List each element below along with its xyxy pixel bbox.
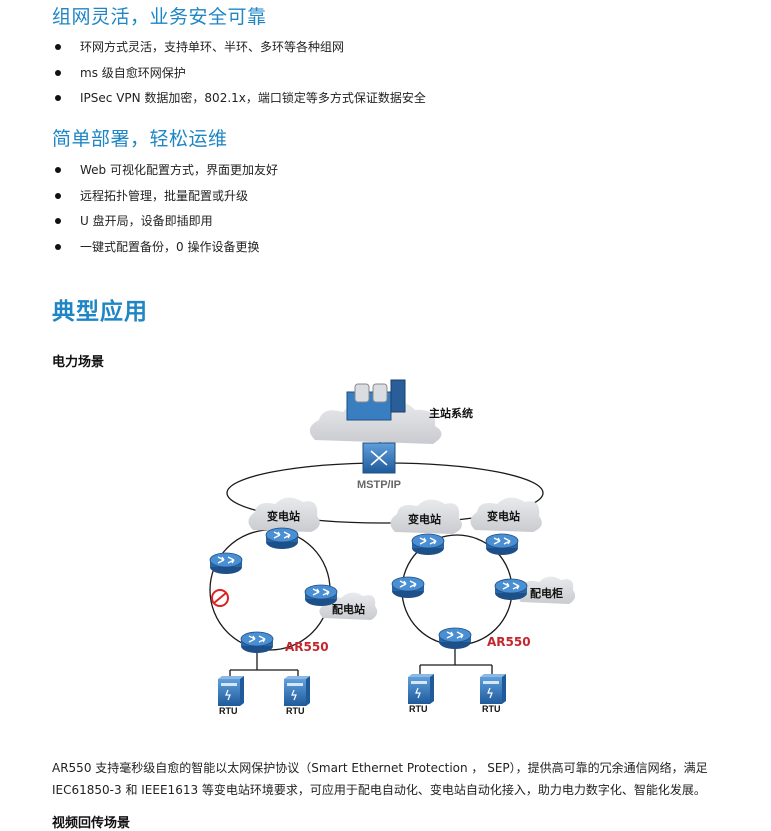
list-item: Web 可视化配置方式，界面更加友好 <box>52 158 278 184</box>
router-icon <box>391 576 425 599</box>
router-icon <box>304 584 338 607</box>
router-icon <box>209 552 243 575</box>
list-item: U 盘开局，设备即插即用 <box>52 209 278 235</box>
list-item: 远程拓扑管理，批量配置或升级 <box>52 184 278 210</box>
blocked-link-icon <box>211 589 229 607</box>
rtu-label: RTU <box>219 706 238 716</box>
router-label: AR550 <box>487 635 531 649</box>
router-icon <box>411 533 445 556</box>
power-scene-heading: 电力场景 <box>52 355 105 370</box>
router-icon <box>485 533 519 556</box>
feature-list-deployment: Web 可视化配置方式，界面更加友好 远程拓扑管理，批量配置或升级 U 盘开局，… <box>52 158 278 260</box>
substation-label: 变电站 <box>487 509 520 523</box>
router-icon <box>240 631 274 654</box>
feature-list-networking: 环网方式灵活，支持单环、半环、多环等各种组网 ms 级自愈环网保护 IPSec … <box>52 35 426 112</box>
master-station-label: 主站系统 <box>429 406 473 420</box>
list-item: 一键式配置备份，0 操作设备更换 <box>52 235 278 261</box>
distribution-station-cloud: 配电站 <box>319 592 378 620</box>
core-switch-icon: MSTP/IP <box>357 442 401 491</box>
mstp-ip-label: MSTP/IP <box>357 479 401 491</box>
power-network-diagram: 主站系统 MSTP/IP 变电站 变电站 变电站 配电站 配电柜 AR5 <box>209 379 575 716</box>
rtu-device-icon <box>217 675 245 707</box>
rtu-label: RTU <box>409 704 428 714</box>
list-item: ms 级自愈环网保护 <box>52 61 426 87</box>
distribution-station-label: 配电站 <box>332 602 365 616</box>
rtu-device-icon <box>283 675 311 707</box>
section-title-flexible-networking: 组网灵活，业务安全可靠 <box>52 6 267 28</box>
substation-cloud-right: 变电站 <box>470 497 542 532</box>
substation-label: 变电站 <box>267 509 300 523</box>
list-item: IPSec VPN 数据加密，802.1x，端口锁定等多方式保证数据安全 <box>52 86 426 112</box>
list-item: 环网方式灵活，支持单环、半环、多环等各种组网 <box>52 35 426 61</box>
power-scene-description: AR550 支持毫秒级自愈的智能以太网保护协议（Smart Ethernet P… <box>52 761 708 797</box>
distribution-cabinet-cloud: 配电柜 <box>517 576 575 604</box>
router-icon <box>265 527 299 550</box>
substation-cloud-middle: 变电站 <box>390 499 462 534</box>
rtu-device-icon <box>479 673 507 705</box>
substation-label: 变电站 <box>408 512 441 526</box>
rtu-label: RTU <box>482 704 501 714</box>
distribution-cabinet-label: 配电柜 <box>530 586 563 600</box>
rtu-device-icon <box>407 673 435 705</box>
router-label: AR550 <box>285 640 329 654</box>
substation-cloud-left: 变电站 <box>248 497 320 532</box>
section-title-easy-deployment: 简单部署，轻松运维 <box>52 128 228 150</box>
video-scene-heading: 视频回传场景 <box>52 816 131 831</box>
router-icon <box>438 627 472 650</box>
master-station-cloud: 主站系统 <box>309 379 473 444</box>
router-icon <box>494 578 528 601</box>
rtu-label: RTU <box>286 706 305 716</box>
typical-applications-heading: 典型应用 <box>52 299 148 325</box>
